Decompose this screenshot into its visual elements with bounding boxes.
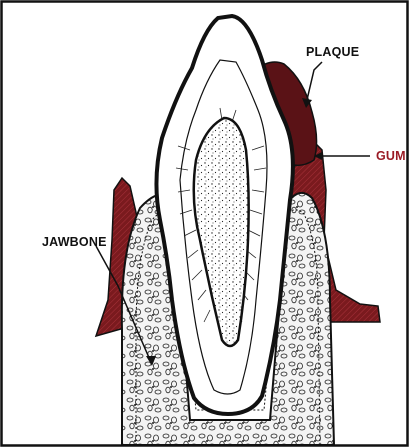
- jawbone-label: JAWBONE: [42, 235, 107, 249]
- plaque-leader-line: [306, 62, 322, 104]
- plaque-label: PLAQUE: [306, 45, 359, 59]
- gum-label: GUM: [376, 149, 406, 163]
